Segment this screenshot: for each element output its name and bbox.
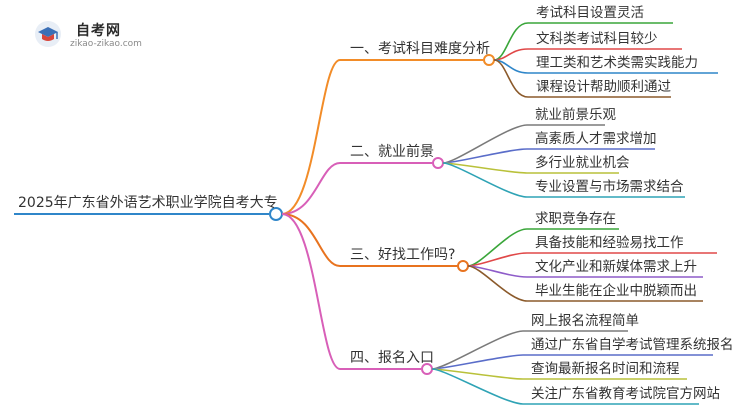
leaf-topic[interactable]: 课程设计帮助顺利通过	[536, 79, 671, 95]
leaf-topic[interactable]: 理工类和艺术类需实践能力	[536, 55, 698, 71]
branch-connector	[281, 213, 341, 370]
leaf-connector	[467, 265, 528, 278]
branch-connector	[281, 213, 341, 267]
leaf-topic[interactable]: 具备技能和经验易找工作	[535, 235, 684, 251]
leaf-topic[interactable]: 专业设置与市场需求结合	[535, 179, 684, 195]
leaf-connector	[493, 22, 529, 61]
root-topic[interactable]: 2025年广东省外语艺术职业学院自考大专	[18, 195, 278, 211]
leaf-connector	[431, 368, 524, 380]
leaf-topic[interactable]: 关注广东省教育考试院官方网站	[531, 386, 720, 402]
leaf-topic[interactable]: 文化产业和新媒体需求上升	[535, 259, 697, 275]
leaf-connector	[431, 330, 524, 370]
branch-connector	[281, 59, 341, 215]
leaf-topic[interactable]: 查询最新报名时间和流程	[531, 361, 680, 377]
logo-subtitle: zikao-zikao.com	[70, 39, 142, 49]
branch-topic[interactable]: 一、考试科目难度分析	[350, 41, 490, 57]
leaf-connector	[467, 228, 528, 267]
leaf-connector	[442, 162, 528, 198]
leaf-connector	[431, 354, 524, 370]
leaf-topic[interactable]: 考试科目设置灵活	[536, 5, 644, 21]
branch-node[interactable]	[457, 260, 469, 272]
leaf-connector	[442, 124, 528, 164]
logo-title: 自考网	[76, 23, 121, 39]
leaf-topic[interactable]: 通过广东省自学考试管理系统报名	[531, 337, 734, 353]
graduation-cap-icon	[35, 21, 61, 47]
leaf-connector	[442, 148, 528, 164]
leaf-connector	[467, 252, 528, 267]
leaf-connector	[431, 368, 524, 405]
leaf-connector	[493, 59, 529, 98]
leaf-topic[interactable]: 就业前景乐观	[535, 107, 616, 123]
branch-topic[interactable]: 二、就业前景	[350, 144, 434, 160]
branch-node[interactable]	[432, 157, 444, 169]
leaf-topic[interactable]: 文科类考试科目较少	[536, 31, 658, 47]
leaf-topic[interactable]: 网上报名流程简单	[531, 313, 639, 329]
site-logo[interactable]: 自考网 zikao-zikao.com	[34, 18, 184, 54]
branch-topic[interactable]: 三、好找工作吗?	[350, 247, 456, 263]
leaf-topic[interactable]: 求职竞争存在	[535, 211, 616, 227]
branch-topic[interactable]: 四、报名入口	[350, 350, 434, 366]
branch-connector	[281, 162, 341, 215]
leaf-topic[interactable]: 高素质人才需求增加	[535, 131, 657, 147]
leaf-connector	[467, 265, 528, 302]
leaf-topic[interactable]: 多行业就业机会	[535, 155, 630, 171]
leaf-connector	[442, 162, 528, 174]
leaf-topic[interactable]: 毕业生能在企业中脱颖而出	[535, 283, 697, 299]
